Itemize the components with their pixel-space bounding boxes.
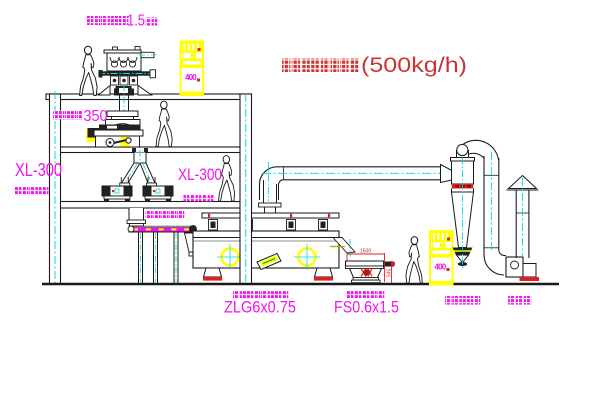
svg-text:350: 350: [84, 108, 108, 125]
svg-text:1.5: 1.5: [127, 13, 145, 30]
svg-text:FS0.6x1.5: FS0.6x1.5: [334, 299, 399, 317]
svg-text:400: 400: [435, 263, 447, 272]
svg-text:XL-300: XL-300: [15, 160, 62, 180]
svg-text:(500kg/h): (500kg/h): [361, 54, 467, 77]
svg-text:XL-300: XL-300: [178, 166, 222, 184]
svg-text:545: 545: [387, 268, 393, 277]
svg-text:1500: 1500: [360, 249, 371, 255]
svg-text:ZLG6x0.75: ZLG6x0.75: [224, 299, 296, 317]
svg-text:400: 400: [185, 73, 197, 82]
